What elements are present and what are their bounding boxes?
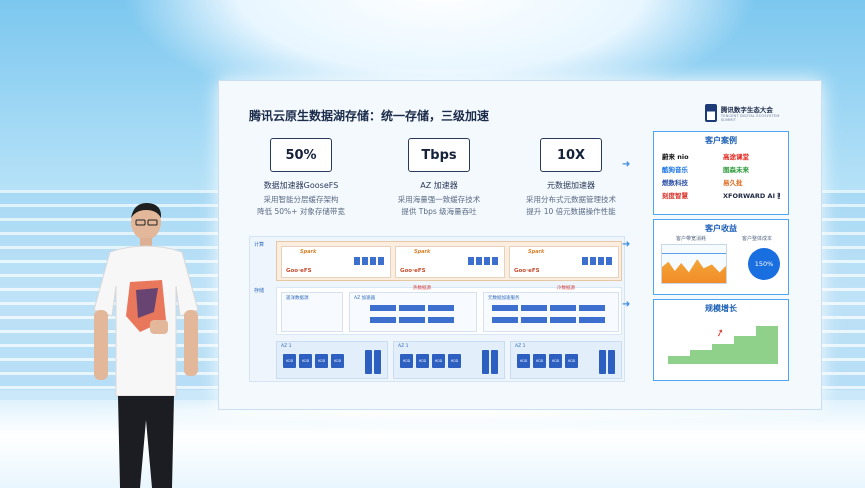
summit-logo-subtitle: TENCENT DIGITAL ECOSYSTEM SUMMIT xyxy=(720,114,780,122)
hdd-icon: HDD xyxy=(283,354,296,368)
az-card: AZ 1 HDD HDD HDD HDD xyxy=(510,341,622,379)
compute-cluster: Spark Goo·eFS xyxy=(509,246,619,278)
customer-brand-logo: 燃数科技 xyxy=(662,179,688,187)
az-label: AZ 1 xyxy=(398,344,409,349)
growth-step xyxy=(668,356,690,364)
stat-name: AZ 加速器 xyxy=(420,181,458,190)
spark-logo: Spark xyxy=(300,249,317,255)
stat-value: Tbps xyxy=(408,138,470,172)
goosefs-label: Goo·eFS xyxy=(514,268,540,274)
hdd-icon: HDD xyxy=(549,354,562,368)
customer-brand-logo: 图森未来 xyxy=(723,166,749,174)
growth-step xyxy=(712,344,734,364)
stat-az-accelerator: Tbps AZ 加速器 采用海量强一致缓存技术 提供 Tbps 级海量吞吐 xyxy=(379,138,499,217)
storage-card-title: 遥洋数据源 xyxy=(286,296,309,301)
customer-brand-logo: 酷狗音乐 xyxy=(662,166,688,174)
hdd-icon: HDD xyxy=(400,354,413,368)
cost-caption: 客户整体成本 xyxy=(742,236,773,242)
stat-desc-line: 采用智能分层缓存架构 xyxy=(263,195,339,204)
compute-band: Spark Goo·eFS Spark Goo·eFS Spark Goo·eF… xyxy=(276,241,622,281)
az-band: AZ 1 HDD HDD HDD HDD AZ 1 HDD HDD HDD HD… xyxy=(276,341,622,379)
summit-logo: 腾讯数字生态大会 TENCENT DIGITAL ECOSYSTEM SUMMI… xyxy=(705,101,795,125)
stat-desc-line: 降低 50%+ 对象存储带宽 xyxy=(257,206,345,216)
hdd-icon: HDD xyxy=(448,354,461,368)
stat-name: 数据加速器GooseFS xyxy=(263,181,339,190)
az-card: AZ 1 HDD HDD HDD HDD xyxy=(393,341,505,379)
stat-desc-line: 提供 Tbps 级海量吞吐 xyxy=(401,206,477,216)
arrow-right-icon: ➜ xyxy=(622,159,631,170)
panel-title: 规模增长 xyxy=(705,304,737,313)
hdd-icon: HDD xyxy=(432,354,445,368)
customer-brand-logo: 蔚来 nio xyxy=(662,153,689,161)
az-card: AZ 1 HDD HDD HDD HDD xyxy=(276,341,388,379)
summit-logo-name: 腾讯数字生态大会 xyxy=(720,106,773,114)
az-label: AZ 1 xyxy=(281,344,292,349)
customer-brand-logo: 刻度智慧 xyxy=(662,192,688,200)
storage-card-title: 元数据加速服务 xyxy=(488,296,520,301)
arrow-right-icon: ➜ xyxy=(622,239,631,250)
scale-growth-panel: 规模增长 ➚ xyxy=(653,299,789,381)
stat-metadata-accelerator: 10X 元数据加速器 采用分布式元数据管理技术 提升 10 倍元数据操作性能 xyxy=(511,138,631,217)
cold-data-tag: 冷数据源 xyxy=(557,286,575,291)
hdd-icon: HDD xyxy=(331,354,344,368)
goosefs-label: Goo·eFS xyxy=(286,268,312,274)
storage-layer-label: 存储 xyxy=(254,288,265,294)
az-accelerator-card: AZ 加速器 xyxy=(349,292,477,332)
presenter-figure xyxy=(93,202,199,488)
storage-card-title: AZ 加速器 xyxy=(354,296,376,301)
storage-source-card: 遥洋数据源 xyxy=(281,292,343,332)
customer-brand-logo: 高途课堂 xyxy=(723,153,749,161)
stat-desc-line: 采用海量强一致缓存技术 xyxy=(397,195,481,204)
hdd-icon: HDD xyxy=(533,354,546,368)
cost-value-badge: 150% xyxy=(748,248,780,280)
bandwidth-area xyxy=(662,259,726,283)
metadata-accelerator-card: 元数据加速服务 xyxy=(483,292,619,332)
hot-data-tag: 热数据源 xyxy=(413,286,431,291)
customer-cases-panel: 客户案例 蔚来 nio 高途课堂酷狗音乐 图森未来燃数科技 易久批刻度智慧 XFORWA… xyxy=(653,131,789,215)
brand-grid: 蔚来 nio 高途课堂酷狗音乐 图森未来燃数科技 易久批刻度智慧 XFORWARD AI… xyxy=(654,146,788,205)
hdd-icon: HDD xyxy=(299,354,312,368)
compute-cluster: Spark Goo·eFS xyxy=(395,246,505,278)
growth-step xyxy=(690,350,712,364)
hdd-icon: HDD xyxy=(565,354,578,368)
presentation-screen: 腾讯云原生数据湖存储：统一存储，三级加速 腾讯数字生态大会 TENCENT DI… xyxy=(218,80,822,410)
architecture-diagram: 计算 存储 Spark Goo·eFS Spark Goo·eFS Spark … xyxy=(249,236,625,382)
stat-value: 50% xyxy=(270,138,332,172)
customer-benefit-panel: 客户收益 客户带宽消耗 客户整体成本 150% xyxy=(653,219,789,295)
storage-band: 遥洋数据源 AZ 加速器 元数据加速服务 热数据源 冷数据源 xyxy=(276,286,622,335)
stat-desc-line: 采用分布式元数据管理技术 xyxy=(526,195,616,204)
growth-step xyxy=(756,326,778,364)
bandwidth-threshold-line xyxy=(662,253,726,255)
spark-logo: Spark xyxy=(414,249,431,255)
slide-title: 腾讯云原生数据湖存储：统一存储，三级加速 xyxy=(249,109,490,123)
growth-chart: ➚ xyxy=(668,322,778,364)
compute-cluster: Spark Goo·eFS xyxy=(281,246,391,278)
growth-step xyxy=(734,336,756,364)
az-label: AZ 1 xyxy=(515,344,526,349)
hdd-icon: HDD xyxy=(416,354,429,368)
bandwidth-chart xyxy=(661,244,727,284)
growth-arrow-icon: ➚ xyxy=(714,326,727,341)
customer-brand-logo: XFORWARD AI 赛智科技 xyxy=(723,192,780,200)
summit-logo-icon xyxy=(705,104,717,122)
bandwidth-caption: 客户带宽消耗 xyxy=(676,236,707,242)
stat-desc-line: 提升 10 倍元数据操作性能 xyxy=(526,206,616,216)
compute-layer-label: 计算 xyxy=(254,242,265,248)
panel-title: 客户收益 xyxy=(705,224,737,233)
panel-title: 客户案例 xyxy=(705,136,737,145)
hdd-icon: HDD xyxy=(315,354,328,368)
hdd-icon: HDD xyxy=(517,354,530,368)
spark-logo: Spark xyxy=(528,249,545,255)
stat-name: 元数据加速器 xyxy=(547,181,595,190)
customer-brand-logo: 易久批 xyxy=(723,179,743,187)
stat-goosefs: 50% 数据加速器GooseFS 采用智能分层缓存架构 降低 50%+ 对象存储… xyxy=(241,138,361,217)
arrow-right-icon: ➜ xyxy=(622,299,631,310)
stat-value: 10X xyxy=(540,138,602,172)
goosefs-label: Goo·eFS xyxy=(400,268,426,274)
